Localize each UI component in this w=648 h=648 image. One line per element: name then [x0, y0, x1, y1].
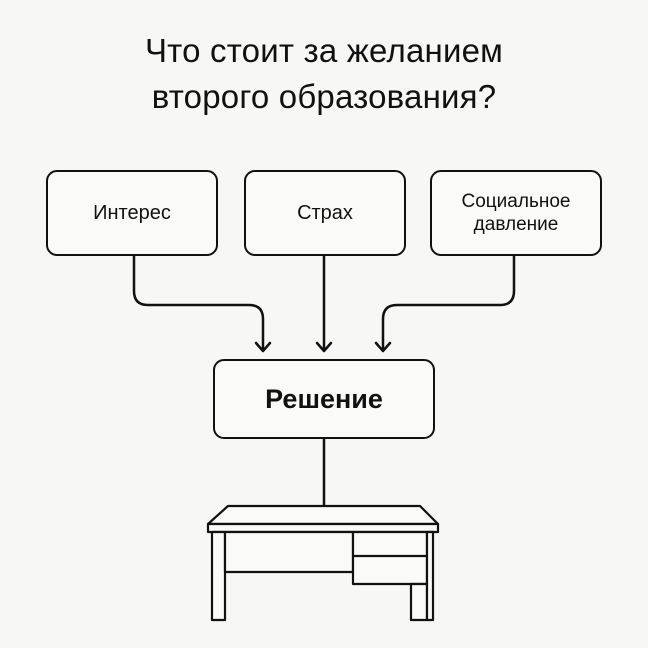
title-line-2: второго образования? [151, 78, 497, 115]
diagram-title: Что стоит за желанием второго образовани… [0, 28, 648, 120]
node-fear-label: Страх [297, 202, 353, 224]
node-decision: Решение [213, 359, 435, 439]
title-line-1: Что стоит за желанием [144, 32, 504, 69]
node-decision-label: Решение [265, 384, 383, 414]
node-social-label-line-1: Социальное [461, 191, 571, 212]
node-social-pressure: Социальное давление [430, 170, 602, 256]
arrowhead-interest [254, 341, 272, 353]
arrowhead-social [374, 341, 392, 353]
node-social-label-line-2: давление [473, 214, 559, 235]
desk-icon [206, 504, 440, 622]
node-interest-label: Интерес [93, 202, 171, 224]
arrowhead-fear [315, 341, 333, 353]
node-fear: Страх [244, 170, 406, 256]
node-interest: Интерес [46, 170, 218, 256]
arrow-social-to-decision [381, 254, 516, 352]
arrow-interest-to-decision [132, 254, 265, 352]
